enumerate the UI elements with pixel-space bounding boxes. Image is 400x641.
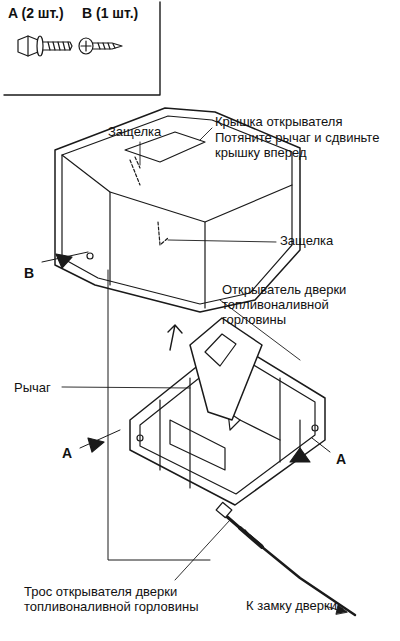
part-name: Рычаг bbox=[14, 380, 51, 395]
bolt-icon bbox=[18, 36, 72, 56]
fastener-callout: A bbox=[62, 446, 72, 461]
fastener-callout: B bbox=[24, 266, 34, 281]
part-name: Защелка bbox=[108, 124, 161, 139]
cable bbox=[216, 502, 355, 615]
instruction-note: Потяните рычаг и сдвиньте крышку вперед bbox=[215, 130, 395, 160]
part-name: Крышка открывателя bbox=[215, 114, 343, 129]
screw-icon bbox=[79, 38, 122, 54]
part-name: Трос открывателя дверки топливоналивной … bbox=[24, 584, 234, 614]
part-name: Открыватель дверки топливоналивной горло… bbox=[222, 282, 394, 327]
part-name: К замку дверки bbox=[246, 598, 337, 613]
fastener-callout: A bbox=[336, 452, 346, 467]
fastener-label: B (1 шт.) bbox=[82, 6, 138, 21]
fastener-label: A (2 шт.) bbox=[8, 6, 64, 21]
part-name: Защелка bbox=[280, 233, 333, 248]
lever bbox=[168, 318, 262, 420]
